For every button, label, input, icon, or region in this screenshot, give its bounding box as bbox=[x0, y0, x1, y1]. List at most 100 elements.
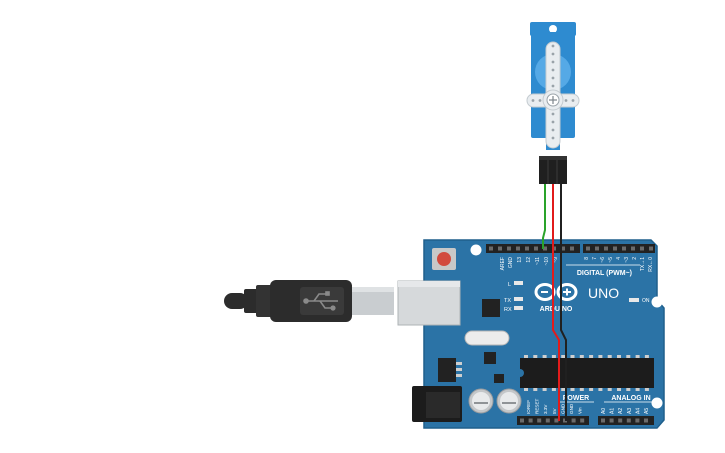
smd-component bbox=[484, 352, 496, 364]
on-label: ON bbox=[642, 298, 650, 304]
voltage-regulator bbox=[438, 358, 456, 382]
analog-pin-label: A2 bbox=[618, 408, 624, 414]
header-pin-hole[interactable] bbox=[613, 246, 617, 251]
header-pin-hole[interactable] bbox=[554, 418, 559, 423]
digital-pin-label: ~6 bbox=[600, 257, 606, 263]
power-led bbox=[629, 298, 639, 302]
servo-motor-icon[interactable] bbox=[526, 22, 580, 184]
atmega-microcontroller-chip bbox=[520, 355, 654, 391]
header-pin-hole[interactable] bbox=[507, 246, 511, 251]
analog-pin-label: A4 bbox=[635, 408, 641, 414]
ground-wire[interactable] bbox=[560, 182, 567, 421]
digital-pin-label: ~5 bbox=[608, 257, 614, 263]
digital-header-label: DIGITAL (PWM~) bbox=[577, 270, 632, 277]
onboard-leds: L TX RX bbox=[504, 281, 523, 313]
mounting-hole bbox=[651, 397, 663, 409]
signal-wire[interactable] bbox=[542, 182, 546, 249]
header-pin-hole[interactable] bbox=[609, 418, 614, 423]
header-pin-hole[interactable] bbox=[644, 418, 648, 423]
digital-pin-label: AREF bbox=[500, 257, 506, 270]
mounting-hole bbox=[651, 296, 663, 308]
power-wire[interactable] bbox=[552, 182, 560, 421]
led-label-tx: TX bbox=[504, 298, 511, 304]
digital-pin-label: 13 bbox=[517, 257, 523, 263]
capacitor bbox=[496, 388, 522, 414]
digital-pin-label: 12 bbox=[526, 257, 532, 263]
digital-pin-label: 7 bbox=[592, 257, 598, 260]
power-pin-label: GND bbox=[560, 403, 565, 414]
mounting-hole bbox=[470, 244, 482, 256]
digital-pin-label: ~3 bbox=[624, 257, 630, 263]
header-pin-hole[interactable] bbox=[543, 246, 547, 251]
digital-pin-label: ~9 bbox=[553, 257, 559, 263]
digital-pin-label: GND bbox=[508, 257, 514, 269]
usb-interface-chip bbox=[482, 299, 500, 317]
header-pin-hole[interactable] bbox=[489, 246, 493, 251]
header-pin-hole[interactable] bbox=[516, 246, 520, 251]
digital-header bbox=[486, 244, 655, 253]
analog-header-label: ANALOG IN bbox=[611, 395, 650, 402]
header-pin-hole[interactable] bbox=[622, 246, 626, 251]
capacitor bbox=[468, 388, 494, 414]
digital-pin-holes bbox=[489, 246, 653, 251]
header-pin-hole[interactable] bbox=[595, 246, 599, 251]
digital-pin-label: 8 bbox=[584, 257, 590, 260]
header-pin-hole[interactable] bbox=[604, 246, 608, 251]
header-pin-hole[interactable] bbox=[545, 418, 550, 423]
usb-cable-icon[interactable] bbox=[224, 280, 394, 322]
power-pin-label: RESET bbox=[535, 398, 540, 414]
usb-b-socket bbox=[397, 280, 461, 326]
power-pin-label: Vin bbox=[578, 407, 583, 414]
power-header bbox=[517, 416, 589, 425]
analog-pin-label: A3 bbox=[627, 408, 633, 414]
analog-header bbox=[598, 416, 654, 425]
digital-pin-label: RX←0 bbox=[648, 257, 654, 272]
led-label-l: L bbox=[508, 282, 511, 288]
digital-pin-label: ~11 bbox=[535, 257, 541, 265]
power-header-label: POWER bbox=[563, 395, 589, 402]
header-pin-hole[interactable] bbox=[601, 418, 605, 423]
header-pin-hole[interactable] bbox=[525, 246, 529, 251]
header-pin-hole[interactable] bbox=[640, 246, 644, 251]
usb-symbol-icon bbox=[303, 291, 338, 311]
led-label-rx: RX bbox=[504, 307, 512, 313]
power-pin-label: 3.3V bbox=[543, 404, 548, 414]
power-pin-label: IOREF bbox=[526, 400, 531, 414]
header-pin-hole[interactable] bbox=[498, 246, 502, 251]
header-pin-hole[interactable] bbox=[537, 418, 542, 423]
header-pin-hole[interactable] bbox=[635, 418, 640, 423]
reset-button[interactable] bbox=[432, 248, 456, 270]
power-pin-label: GND bbox=[569, 403, 574, 414]
header-pin-hole[interactable] bbox=[571, 418, 576, 423]
header-pin-hole[interactable] bbox=[534, 246, 538, 251]
header-pin-hole[interactable] bbox=[649, 246, 653, 251]
digital-pin-label: 4 bbox=[616, 257, 622, 260]
header-pin-hole[interactable] bbox=[520, 418, 524, 423]
analog-pin-label: A0 bbox=[601, 408, 607, 414]
wires bbox=[542, 182, 567, 421]
smd-component bbox=[494, 374, 504, 383]
header-pin-hole[interactable] bbox=[631, 246, 635, 251]
analog-pin-label: A1 bbox=[610, 408, 616, 414]
digital-pin-label: 2 bbox=[632, 257, 638, 260]
header-pin-hole[interactable] bbox=[561, 246, 565, 251]
bottom-pin-holes bbox=[520, 418, 648, 423]
header-pin-hole[interactable] bbox=[618, 418, 623, 423]
header-pin-hole[interactable] bbox=[528, 418, 533, 423]
header-pin-hole[interactable] bbox=[570, 246, 574, 251]
header-pin-hole[interactable] bbox=[626, 418, 631, 423]
digital-pin-label: TX→1 bbox=[640, 257, 646, 271]
servo-connector bbox=[539, 156, 567, 184]
model-label: UNO bbox=[588, 285, 619, 301]
header-pin-hole[interactable] bbox=[580, 418, 585, 423]
servo-horn bbox=[526, 41, 580, 149]
crystal-oscillator bbox=[464, 330, 510, 346]
power-pin-label: 5V bbox=[552, 407, 557, 414]
header-pin-hole[interactable] bbox=[586, 246, 590, 251]
analog-pin-label: A5 bbox=[644, 408, 650, 414]
